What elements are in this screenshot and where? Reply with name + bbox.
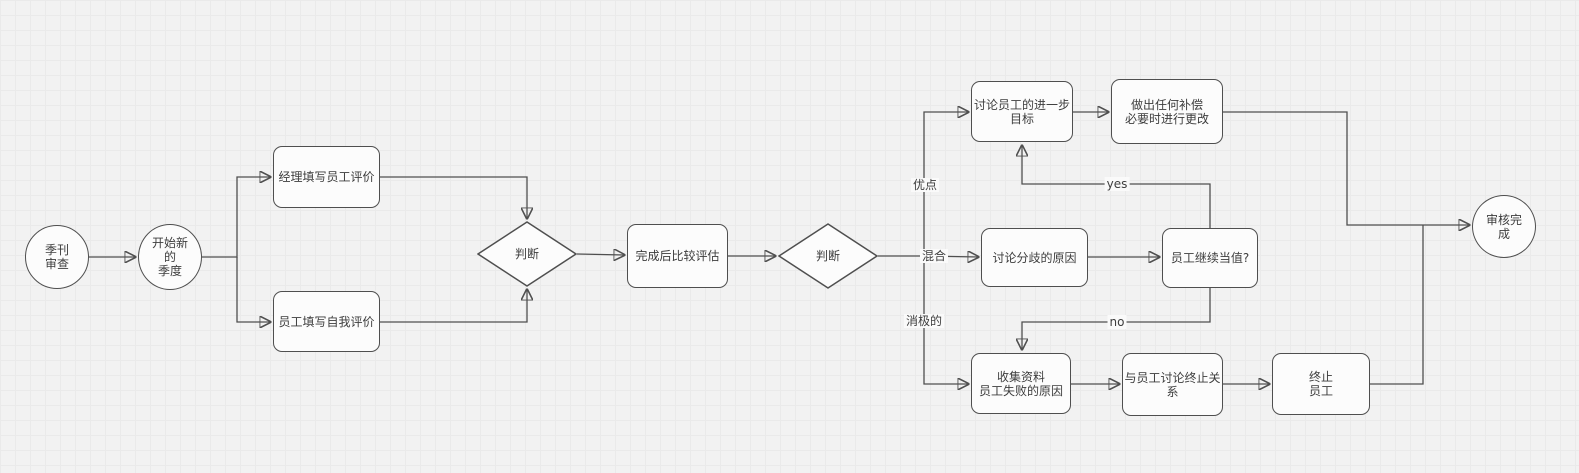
node-discuss-goals[interactable]: 讨论员工的进一步 目标 (971, 81, 1073, 142)
edge-changes-to-complete (1223, 111, 1470, 225)
edge-label-merit: 优点 (910, 178, 940, 192)
node-review-complete[interactable]: 审核完 成 (1472, 195, 1536, 258)
node-compare-eval[interactable]: 完成后比较评估 (627, 224, 728, 288)
edge-label-yes: yes (1104, 177, 1130, 191)
node-manager-eval[interactable]: 经理填写员工评价 (273, 146, 380, 208)
node-employee-continue[interactable]: 员工继续当值? (1162, 228, 1258, 288)
node-decision-2[interactable]: 判断 (778, 223, 878, 289)
node-make-changes[interactable]: 做出任何补偿 必要时进行更改 (1111, 79, 1223, 144)
node-quarterly-review[interactable]: 季刊 审查 (25, 225, 89, 289)
edge-label-negative: 消极的 (903, 314, 945, 328)
edge-label-mixed: 混合 (919, 249, 949, 263)
node-start-new-quarter[interactable]: 开始新 的 季度 (138, 224, 202, 290)
edge-selfeval-to-decision1 (380, 289, 527, 323)
edge-decision2-negative-to-collect (923, 256, 969, 384)
node-employee-self-eval[interactable]: 员工填写自我评价 (273, 291, 380, 352)
edge-manager-to-decision1 (380, 176, 527, 219)
node-collect-info[interactable]: 收集资料 员工失败的原因 (971, 353, 1071, 414)
node-discuss-termination[interactable]: 与员工讨论终止关 系 (1122, 353, 1223, 416)
edge-newquarter-to-selfeval (236, 257, 271, 322)
decision-1-shape (477, 221, 577, 287)
edge-newquarter-to-manager (202, 177, 271, 258)
node-decision-1[interactable]: 判断 (477, 221, 577, 287)
edge-decision1-to-compare (576, 254, 625, 255)
node-terminate-employee[interactable]: 终止 员工 (1272, 353, 1370, 415)
decision-2-shape (778, 223, 878, 289)
edge-terminate-to-complete (1370, 225, 1424, 385)
node-discuss-disagreement[interactable]: 讨论分歧的原因 (981, 228, 1088, 287)
edge-label-no: no (1107, 315, 1127, 329)
